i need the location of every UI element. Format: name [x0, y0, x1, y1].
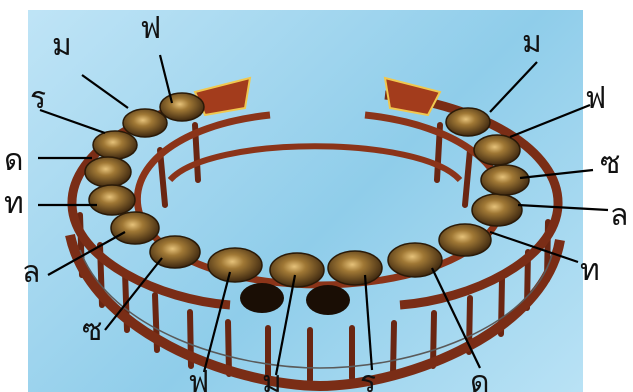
- label-left-r: ร: [30, 81, 46, 116]
- label-bottom-f: ฟ: [188, 365, 209, 392]
- carved-end-right: [385, 78, 440, 115]
- label-left-m: ม: [52, 28, 72, 63]
- label-left-s: ซ: [82, 313, 102, 348]
- shadow-left: [240, 283, 284, 313]
- frame-inner-back-arc: [170, 146, 460, 180]
- label-left-f: ฟ: [140, 11, 161, 46]
- label-right-s: ซ: [600, 146, 620, 181]
- label-right-f: ฟ: [585, 81, 606, 116]
- label-left-l: ล: [22, 255, 40, 290]
- shadow-right: [306, 285, 350, 315]
- label-bottom-r: ร: [360, 365, 376, 392]
- label-right-t: ท: [580, 253, 600, 288]
- label-bottom-m: ม: [262, 365, 282, 392]
- label-left-d: ด: [4, 143, 23, 178]
- label-right-m: ม: [522, 25, 542, 60]
- label-right-l: ล: [610, 198, 628, 233]
- label-left-t: ท: [4, 186, 24, 221]
- label-bottom-d: ด: [470, 365, 489, 392]
